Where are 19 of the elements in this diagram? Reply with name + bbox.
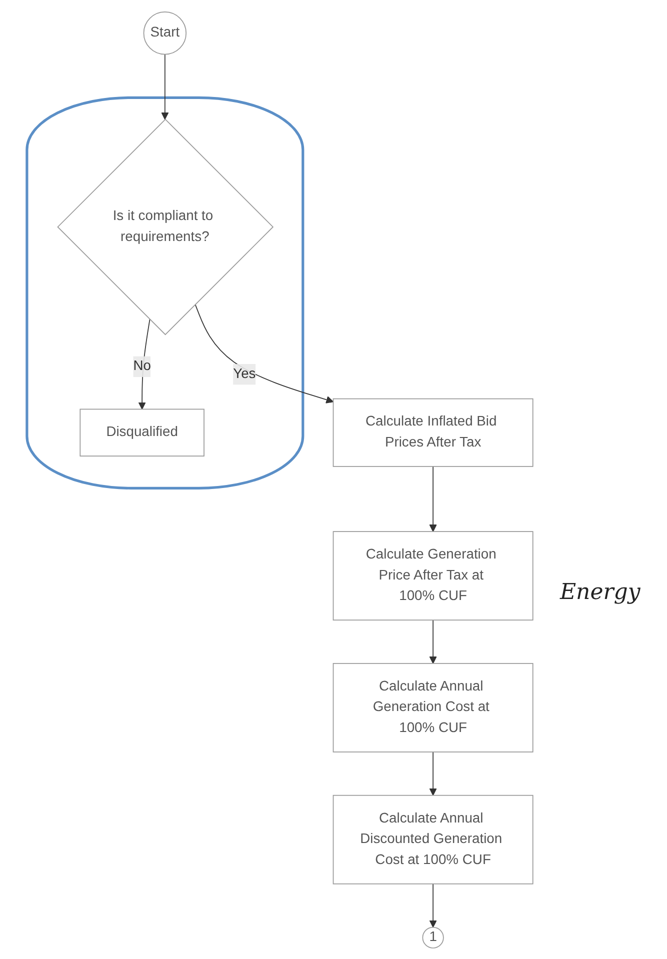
cluster: [26, 96, 304, 489]
arrow: [429, 466, 437, 532]
node-box: Disqualified: [80, 408, 205, 456]
side-text: Energy: [560, 580, 642, 605]
edge-label: No: [133, 358, 152, 374]
node-circle: Start: [143, 11, 187, 54]
node-box: Calculate Inflated Bid Prices After Tax: [332, 398, 534, 466]
node-box: Calculate Generation Price After Tax at 100% CUF: [332, 530, 534, 620]
arrow: [138, 318, 150, 410]
node-diamond: Is it compliant to requirements?: [57, 118, 274, 335]
arrow: [429, 751, 437, 796]
arrow: [429, 882, 437, 928]
node-circle: 1: [422, 926, 444, 948]
arrow: [194, 303, 334, 403]
edge-label: Yes: [233, 366, 256, 381]
node-box: Calculate Annual Discounted Generation Cost at 100% CUF: [332, 794, 534, 884]
arrow: [161, 53, 169, 120]
node-box: Calculate Annual Generation Cost at 100% CUF: [332, 662, 534, 752]
arrow: [429, 619, 437, 664]
